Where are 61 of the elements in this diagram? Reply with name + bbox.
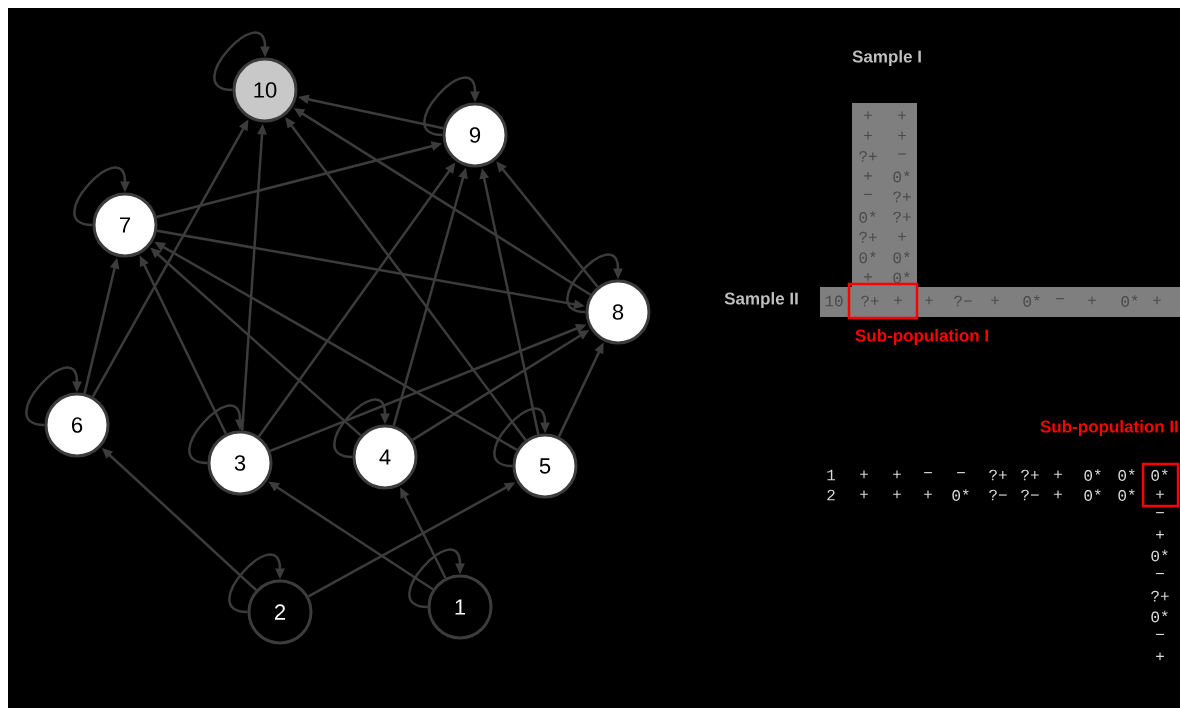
state-symbol: + [1153, 296, 1161, 305]
state-symbol: 0* [1151, 469, 1168, 481]
state-symbol: − [1056, 298, 1064, 300]
state-symbol: ?+ [859, 231, 877, 243]
subpopulation-title: Sub-population I [855, 329, 988, 345]
state-symbol: + [1088, 296, 1096, 305]
self-loop-arrow [493, 407, 550, 468]
state-symbol: − [924, 472, 932, 474]
state-symbol: + [1156, 652, 1164, 661]
state-symbol: + [893, 470, 901, 479]
state-symbol: 0* [952, 489, 969, 501]
state-symbol: + [864, 131, 872, 140]
state-symbol: + [924, 490, 932, 499]
state-symbol: + [898, 232, 906, 241]
state-symbol: − [1156, 572, 1164, 575]
state-symbol: − [898, 153, 906, 155]
self-loop-arrow [333, 398, 390, 459]
state-symbol: − [864, 193, 872, 195]
state-symbol: ?+ [1151, 590, 1169, 602]
state-symbol: ?+ [861, 295, 879, 307]
state-symbol: + [864, 172, 872, 180]
state-symbol: + [898, 111, 906, 120]
state-symbol: + [864, 273, 872, 281]
sample-title: Sample II [724, 292, 798, 308]
state-symbol: + [1156, 490, 1164, 499]
state-symbol: ?+ [989, 469, 1007, 481]
state-symbol: 0* [1118, 469, 1135, 481]
state-symbol: ?+ [893, 211, 911, 223]
state-symbol: 0* [1151, 610, 1168, 623]
state-symbol: + [860, 490, 868, 499]
sample-title: Sample I [852, 50, 921, 66]
state-symbol: + [1054, 470, 1062, 479]
state-symbol: + [991, 296, 999, 305]
self-loop-arrow [408, 548, 465, 609]
state-symbol: ?− [954, 295, 972, 307]
state-symbol: + [860, 470, 868, 479]
state-symbol: + [1156, 530, 1164, 539]
state-symbol: 0* [1084, 469, 1101, 481]
state-symbol: 0* [1118, 489, 1135, 501]
self-loop-arrow [566, 253, 623, 314]
state-symbol: + [894, 296, 902, 305]
state-symbol: ?+ [859, 151, 877, 162]
row-number: 2 [827, 489, 835, 501]
row-number: 1 [827, 469, 836, 481]
subpopulation-title: Sub-population II [1040, 420, 1178, 436]
state-symbol: + [925, 296, 933, 305]
state-symbol: 0* [1151, 549, 1168, 562]
state-symbol: − [957, 472, 965, 474]
state-symbol: ?+ [1021, 469, 1039, 481]
state-symbol: − [1156, 633, 1164, 635]
state-symbol: ?+ [893, 191, 911, 203]
state-symbol: − [1156, 512, 1164, 514]
self-loop-arrow [423, 76, 480, 137]
state-symbol: + [1054, 490, 1062, 499]
state-symbol: + [893, 490, 901, 499]
state-symbol: + [864, 111, 872, 120]
state-symbol: ?− [989, 489, 1007, 501]
state-symbol: ?− [1021, 489, 1039, 501]
state-symbol: + [898, 131, 906, 140]
state-symbol: 0* [1084, 489, 1101, 501]
self-loop-arrow [228, 553, 285, 614]
